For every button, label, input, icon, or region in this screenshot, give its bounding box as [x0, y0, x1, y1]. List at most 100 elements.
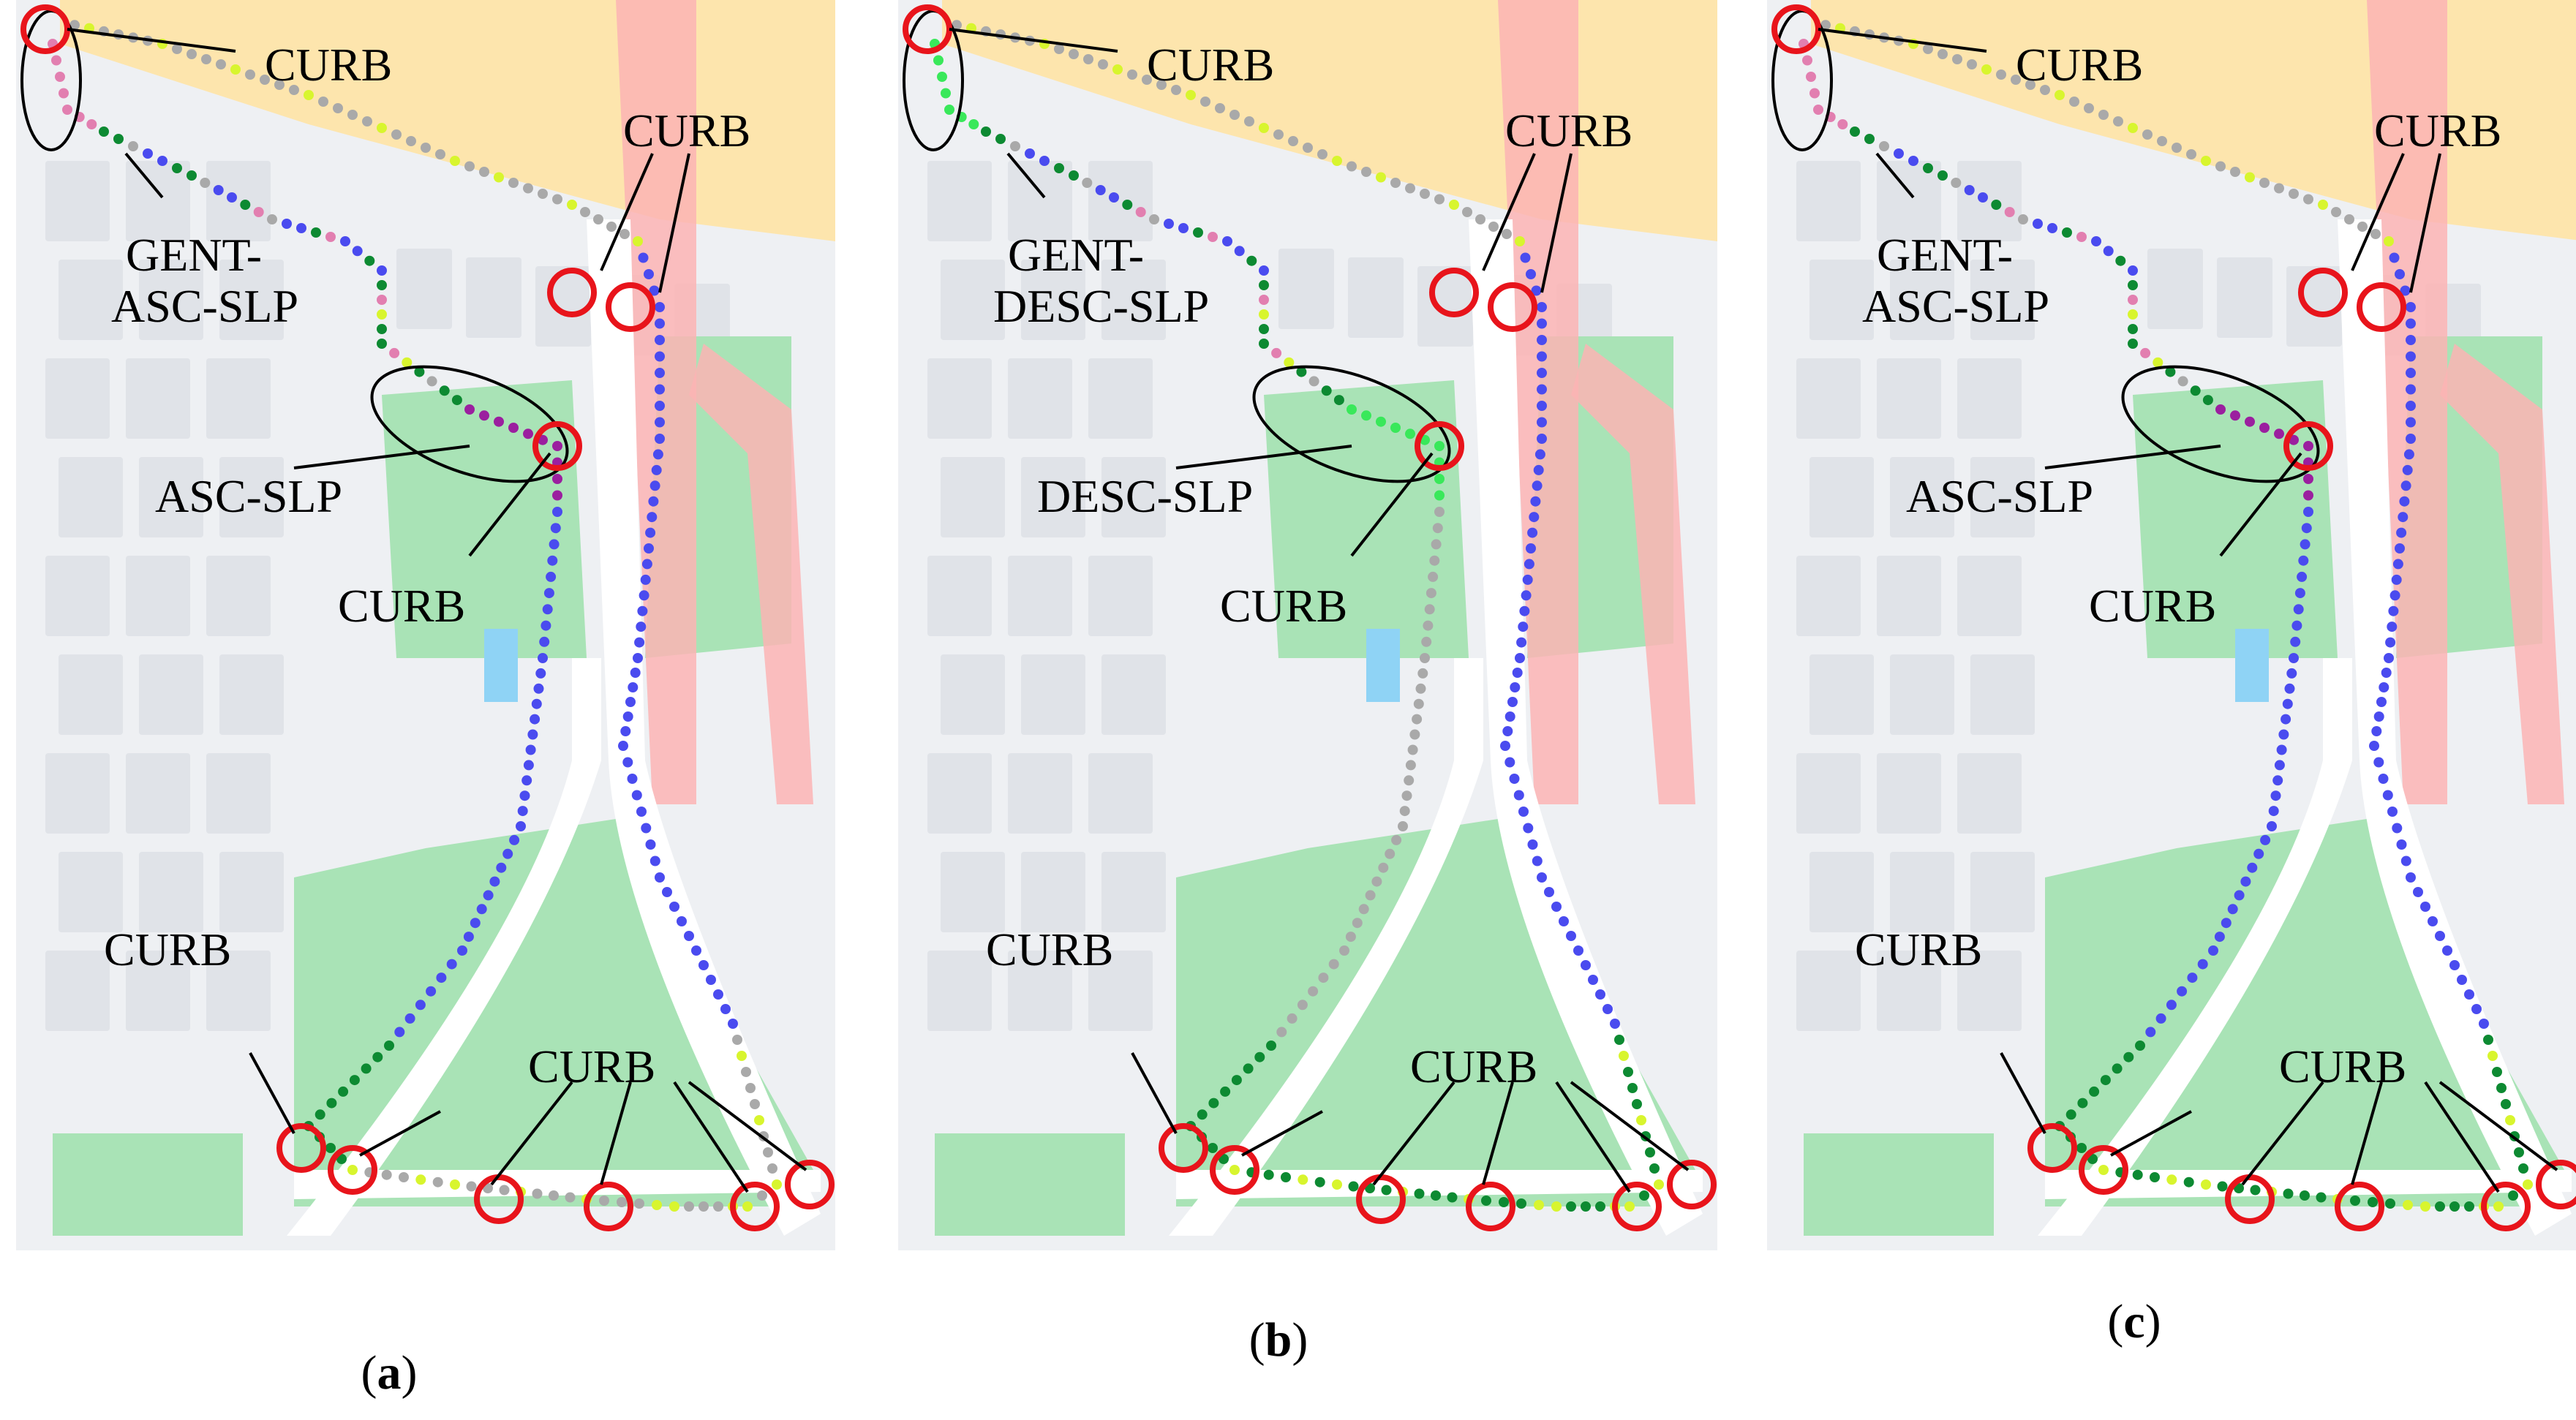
- curb-marker-circle-8: [730, 1182, 780, 1231]
- track-dot-189: [538, 189, 548, 199]
- track-dot-38: [1333, 395, 1344, 406]
- track-dot-86: [1254, 1051, 1265, 1062]
- track-dot-134: [713, 989, 723, 1000]
- track-dot-35: [414, 366, 425, 377]
- track-dot-83: [1287, 1013, 1298, 1024]
- track-dot-59: [2286, 668, 2297, 679]
- building-block-1: [126, 161, 190, 241]
- track-dot-121: [757, 1190, 767, 1201]
- track-dot-76: [2221, 918, 2232, 929]
- curb-marker-circle-4: [1159, 1123, 1208, 1173]
- track-dot-81: [426, 986, 437, 997]
- track-dot-205: [2055, 90, 2065, 100]
- track-dot-59: [535, 668, 546, 679]
- label-curb-mid: CURB: [2089, 580, 2216, 632]
- track-dot-36: [1308, 376, 1319, 387]
- track-dot-87: [361, 1063, 372, 1074]
- track-dot-37: [2190, 385, 2201, 396]
- track-dot-149: [622, 757, 633, 768]
- track-dot-47: [2303, 474, 2313, 484]
- track-dot-197: [2172, 143, 2182, 153]
- track-dot-69: [2267, 821, 2277, 831]
- track-dot-209: [245, 69, 255, 80]
- track-dot-145: [2392, 823, 2403, 834]
- track-dot-129: [741, 1067, 751, 1077]
- track-dot-185: [593, 214, 603, 224]
- track-dot-204: [1200, 97, 1210, 107]
- track-dot-16: [1978, 192, 1988, 203]
- park-corner: [53, 1133, 243, 1236]
- track-dot-82: [1297, 1000, 1308, 1011]
- track-dot-143: [2400, 856, 2411, 866]
- building-block-12: [1796, 556, 1861, 636]
- building-block-3: [941, 260, 1005, 340]
- track-dot-170: [2406, 434, 2416, 444]
- track-dot-13: [1069, 170, 1079, 181]
- track-dot-66: [1404, 775, 1415, 786]
- building-block-26: [206, 951, 271, 1031]
- curb-marker-circle-3: [1415, 421, 1464, 471]
- track-dot-25: [2103, 246, 2114, 257]
- track-dot-22: [2062, 227, 2072, 238]
- track-dot-78: [2208, 945, 2218, 956]
- track-dot-13: [187, 170, 197, 181]
- track-dot-96: [1229, 1165, 1240, 1175]
- track-dot-175: [655, 351, 665, 362]
- track-dot-15: [1095, 185, 1106, 195]
- building-block-16: [1890, 654, 1954, 735]
- track-dot-124: [763, 1147, 773, 1157]
- track-dot-147: [631, 790, 642, 801]
- track-dot-182: [633, 236, 643, 246]
- track-dot-209: [1127, 69, 1137, 80]
- track-dot-58: [538, 653, 548, 663]
- track-dot-63: [2278, 729, 2289, 740]
- track-dot-213: [187, 49, 197, 59]
- track-dot-108: [1431, 1190, 1441, 1201]
- track-dot-57: [1421, 636, 1432, 647]
- track-dot-114: [652, 1200, 662, 1210]
- railway-track: [616, 0, 696, 804]
- track-dot-76: [470, 918, 481, 929]
- track-dot-169: [652, 449, 663, 460]
- track-dot-112: [1499, 1197, 1509, 1207]
- track-dot-133: [720, 1004, 731, 1014]
- track-dot-197: [421, 143, 431, 153]
- track-dot-98: [1263, 1169, 1274, 1180]
- track-dot-98: [381, 1169, 392, 1180]
- track-dot-47: [552, 474, 562, 484]
- building-block-28: [1348, 257, 1404, 338]
- building-block-21: [59, 852, 123, 932]
- track-dot-58: [1420, 653, 1430, 663]
- track-dot-167: [1532, 480, 1543, 491]
- track-dot-122: [1654, 1179, 1664, 1190]
- track-dot-30: [2128, 309, 2138, 320]
- track-dot-186: [1462, 207, 1472, 217]
- building-block-23: [1101, 852, 1166, 932]
- track-dot-102: [2201, 1179, 2211, 1190]
- track-dot-153: [2376, 697, 2387, 707]
- building-block-6: [927, 358, 992, 439]
- label-curb-mid: CURB: [1220, 580, 1347, 632]
- track-dot-181: [1520, 252, 1531, 263]
- track-dot-171: [655, 417, 665, 428]
- leader-line-11: [1570, 1081, 1690, 1171]
- track-dot-41: [2245, 416, 2255, 427]
- track-dot-221: [69, 20, 80, 31]
- curb-marker-circle-7: [2335, 1182, 2384, 1231]
- track-dot-91: [315, 1109, 325, 1120]
- track-dot-65: [2274, 760, 2285, 771]
- track-dot-103: [2217, 1181, 2228, 1192]
- track-dot-202: [347, 110, 358, 120]
- track-dot-80: [1318, 973, 1329, 983]
- oval-slope: [370, 365, 569, 483]
- leader-line-4: [293, 445, 470, 469]
- track-dot-111: [2350, 1196, 2360, 1206]
- track-dot-173: [1537, 384, 1547, 395]
- building-block-24: [45, 951, 110, 1031]
- track-dot-211: [216, 59, 226, 69]
- building-block-14: [1088, 556, 1153, 636]
- track-dot-48: [552, 490, 562, 501]
- water-pond: [2235, 629, 2269, 702]
- track-dot-99: [1281, 1172, 1291, 1182]
- track-dot-57: [2290, 636, 2301, 647]
